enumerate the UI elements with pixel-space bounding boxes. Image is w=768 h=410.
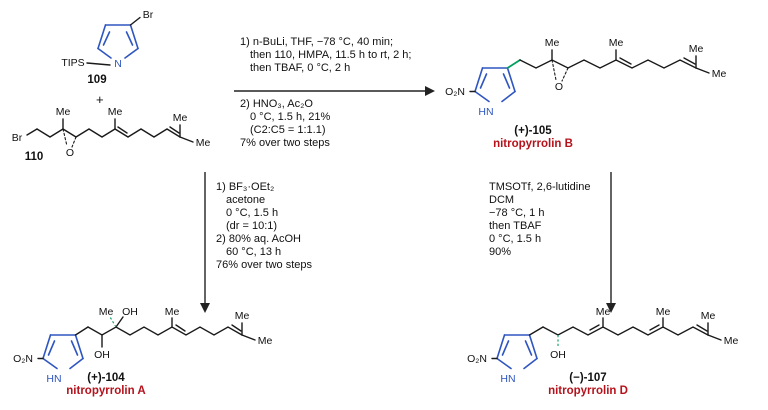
compound-number-105: (+)-105 <box>514 125 552 137</box>
pyrrole-ring <box>496 334 538 370</box>
structure-110: Br Me O Me Me Me 110 <box>12 106 211 163</box>
atom-label-me: Me <box>609 37 624 49</box>
atom-label-me: Me <box>545 37 560 49</box>
epoxide <box>551 59 569 82</box>
atom-label-me: Me <box>724 335 739 347</box>
condition-line: 90% <box>489 246 512 258</box>
reaction-conditions-top-step1: 1) n-BuLi, THF, −78 °C, 40 min; then 110… <box>240 36 411 75</box>
atom-label-me: Me <box>235 310 250 322</box>
condition-line: (C2:C5 = 1:1.1) <box>250 124 326 136</box>
atom-label-o: O <box>66 147 74 159</box>
atom-label-no2: O₂N <box>445 86 465 98</box>
atom-label-me: Me <box>165 306 180 318</box>
atom-label-me: Me <box>108 106 123 118</box>
reaction-conditions-right: TMSOTf, 2,6-lutidine DCM −78 °C, 1 h the… <box>489 181 590 259</box>
atom-label-oh: OH <box>94 349 110 361</box>
stereo-hash-bond <box>109 316 117 328</box>
condition-line: 76% over two steps <box>216 259 312 271</box>
reaction-arrow-down-left <box>200 172 210 313</box>
reaction-arrow-down-right <box>606 172 616 313</box>
atom-label-me: Me <box>689 43 704 55</box>
substituent-bonds <box>86 16 141 66</box>
structure-107: O₂N HN OH Me Me Me Me (−)-107 nitropyrro… <box>467 306 739 397</box>
structure-109: Br N TIPS 109 <box>61 9 154 86</box>
atom-label-me: Me <box>596 306 611 318</box>
atom-label-me: Me <box>656 306 671 318</box>
condition-line: 0 °C, 1.5 h, 21% <box>250 111 331 123</box>
epoxide <box>62 128 77 148</box>
structure-105: O₂N HN Me O Me Me Me (+)-105 nitropyrrol… <box>445 37 727 150</box>
pyrrole-ring <box>474 67 516 103</box>
plus-sign: + <box>96 92 104 107</box>
pyrrole-ring <box>42 334 84 370</box>
condition-line: 2) 80% aq. AcOH <box>216 233 301 245</box>
atom-label-me: Me <box>712 68 727 80</box>
condition-line: 1) BF₃·OEt₂ <box>216 181 275 193</box>
carbon-chain <box>519 49 710 74</box>
condition-line: then TBAF, 0 °C, 2 h <box>250 62 351 74</box>
condition-line: then TBAF <box>489 220 542 232</box>
atom-label-o: O <box>555 81 563 93</box>
highlighted-bond <box>506 59 521 69</box>
atom-label-oh: OH <box>550 349 566 361</box>
condition-line: 0 °C, 1.5 h <box>226 207 279 219</box>
carbon-chain <box>26 118 194 143</box>
compound-number-104: (+)-104 <box>87 372 125 384</box>
atom-label-oh: OH <box>122 306 138 318</box>
structure-104: O₂N HN OH Me OH Me Me Me (+)-104 nitropy… <box>13 306 273 397</box>
atom-label-n: N <box>114 58 122 70</box>
atom-label-tips: TIPS <box>61 57 84 69</box>
atom-label-me: Me <box>173 112 188 124</box>
atom-label-no2: O₂N <box>13 353 33 365</box>
atom-label-me: Me <box>196 137 211 149</box>
condition-line: acetone <box>226 194 266 206</box>
compound-name-105: nitropyrrolin B <box>493 138 573 150</box>
compound-number-107: (−)-107 <box>569 372 606 384</box>
compound-number-110: 110 <box>25 151 44 163</box>
reaction-conditions-top-step2: 2) HNO₃, Ac₂O 0 °C, 1.5 h, 21% (C2:C5 = … <box>240 98 330 150</box>
condition-line: 2) HNO₃, Ac₂O <box>240 98 313 110</box>
reaction-conditions-left: 1) BF₃·OEt₂ acetone 0 °C, 1.5 h (dr = 10… <box>216 181 312 272</box>
reaction-arrow-right <box>234 86 435 96</box>
atom-label-me: Me <box>56 106 71 118</box>
condition-line: 7% over two steps <box>240 137 330 149</box>
pyrrole-ring <box>97 24 139 59</box>
atom-label-me: Me <box>258 335 273 347</box>
carbon-chain <box>74 316 256 348</box>
atom-label-me: Me <box>701 310 716 322</box>
atom-label-br: Br <box>12 132 23 144</box>
condition-line: then 110, HMPA, 11.5 h to rt, 2 h; <box>250 49 412 61</box>
condition-line: 1) n-BuLi, THF, −78 °C, 40 min; <box>240 36 394 48</box>
condition-line: 60 °C, 13 h <box>226 246 282 258</box>
atom-label-nh: HN <box>46 373 61 385</box>
condition-line: TMSOTf, 2,6-lutidine <box>489 181 591 193</box>
atom-label-nh: HN <box>500 373 515 385</box>
carbon-chain <box>528 317 722 341</box>
atom-label-nh: HN <box>478 106 493 118</box>
condition-line: (dr = 10:1) <box>226 220 278 232</box>
condition-line: DCM <box>489 194 515 206</box>
atom-label-me: Me <box>99 306 114 318</box>
compound-number-109: 109 <box>87 74 106 86</box>
compound-name-104: nitropyrrolin A <box>66 385 145 397</box>
condition-line: 0 °C, 1.5 h <box>489 233 542 245</box>
compound-name-107: nitropyrrolin D <box>548 385 628 397</box>
atom-label-no2: O₂N <box>467 353 487 365</box>
condition-line: −78 °C, 1 h <box>489 207 545 219</box>
atom-label-br: Br <box>143 9 154 21</box>
